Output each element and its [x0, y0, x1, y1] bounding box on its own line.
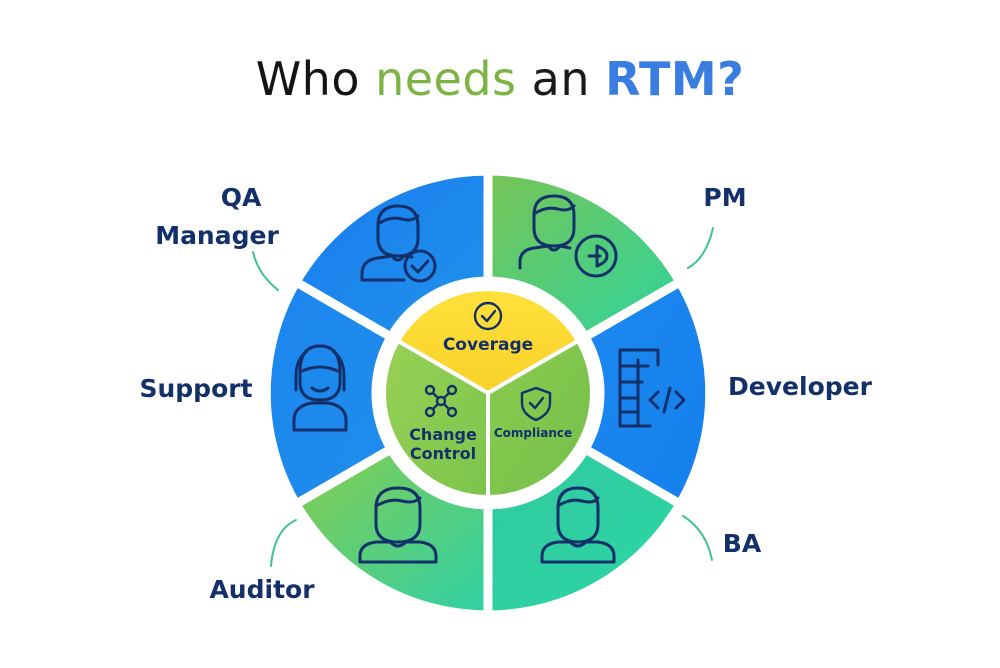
person-gauge-icon: [518, 194, 618, 278]
role-label-manager: Manager: [155, 221, 279, 250]
person-icon: [358, 486, 438, 564]
center-segment-coverage: [395, 287, 581, 396]
segment-auditor: [289, 442, 493, 620]
headset-person-icon: [292, 344, 348, 432]
code-document-icon: [618, 348, 686, 428]
role-label-support: Support: [139, 374, 252, 403]
title-word-rtm: RTM?: [605, 52, 745, 106]
title-word-who: Who: [255, 52, 360, 106]
center-label-control: Control: [410, 444, 476, 463]
person-icon: [540, 486, 616, 564]
segment-ba: [483, 442, 687, 620]
person-check-icon: [360, 204, 437, 283]
check-circle-icon: [473, 301, 503, 331]
leader-line-qa-manager: [252, 251, 279, 291]
title-word-an: an: [531, 52, 590, 106]
segment-developer: [578, 275, 715, 511]
role-label-pm: PM: [703, 183, 746, 212]
network-nodes-icon: [424, 384, 458, 418]
center-label-compliance: Compliance: [494, 426, 572, 440]
role-label-auditor: Auditor: [209, 575, 315, 604]
center-label-coverage: Coverage: [443, 335, 533, 355]
center-label-change: Change: [409, 425, 477, 444]
segment-support: [261, 275, 398, 511]
role-label-developer: Developer: [728, 372, 873, 401]
role-label-ba: BA: [723, 529, 762, 558]
page-title: Who needs an RTM?: [0, 52, 1000, 107]
leader-line-ba: [682, 515, 713, 561]
center-segment-change-control: [382, 338, 490, 500]
role-label-qa: QA: [221, 183, 262, 212]
leader-line-pm: [687, 227, 714, 269]
title-word-needs: needs: [375, 52, 517, 106]
leader-line-auditor: [270, 519, 297, 567]
shield-check-icon: [520, 386, 552, 422]
